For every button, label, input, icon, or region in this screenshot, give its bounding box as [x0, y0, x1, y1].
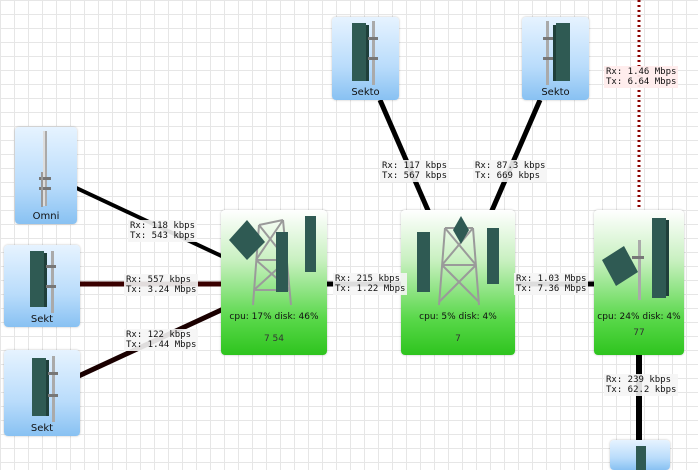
link-rx: Rx: 122 kbps: [126, 330, 192, 340]
link-label: Rx: 1.03 Mbps Tx: 7.36 Mbps: [514, 273, 589, 295]
node-name: Sekto: [541, 87, 570, 98]
node-name: Sekt: [30, 314, 54, 325]
link-label: Rx: 117 kbps Tx: 567 kbps: [380, 160, 450, 182]
link-tx: Tx: 62.2 kbps: [606, 385, 677, 395]
tower-router-icon: [229, 216, 316, 306]
link-rx: Rx: 215 kbps: [335, 274, 401, 284]
link-tx: Tx: 6.64 Mbps: [606, 77, 677, 87]
sector-node[interactable]: Sekto: [522, 17, 589, 100]
link-label: Rx: 122 kbps Tx: 1.44 Mbps: [124, 329, 199, 351]
link-label: Rx: 1.46 Mbps Tx: 6.64 Mbps: [604, 66, 679, 88]
omni-node[interactable]: Omni: [15, 127, 77, 224]
sector-antenna-icon: [543, 21, 570, 85]
link-tx: Tx: 3.24 Mbps: [126, 285, 197, 295]
router-ident: 7: [455, 334, 461, 344]
link-label: Rx: 557 kbps Tx: 3.24 Mbps: [124, 274, 199, 296]
link-rx: Rx: 117 kbps: [382, 161, 448, 171]
link-label: Rx: 87.3 kbps Tx: 669 kbps: [473, 160, 548, 182]
link-rx: Rx: 118 kbps: [130, 221, 196, 231]
link-rx: Rx: 1.03 Mbps: [516, 274, 587, 284]
link-rx: Rx: 557 kbps: [126, 275, 192, 285]
link-tx: Tx: 7.36 Mbps: [516, 284, 587, 294]
router-stats: cpu: 17% disk: 46%: [229, 312, 319, 322]
sector-antenna-icon: [636, 446, 646, 470]
link-label: Rx: 239 kbps Tx: 62.2 kbps: [604, 374, 679, 396]
omni-antenna-icon: [39, 131, 51, 207]
link-tx: Tx: 567 kbps: [382, 171, 448, 181]
router-stats: cpu: 5% disk: 4%: [419, 312, 497, 322]
link-line: [487, 99, 543, 216]
router-stats: cpu: 24% disk: 4%: [597, 312, 681, 322]
link-label: Rx: 215 kbps Tx: 1.22 Mbps: [333, 273, 408, 295]
router-node[interactable]: cpu: 24% disk: 4% 77: [594, 210, 684, 355]
sector-node[interactable]: Sekt: [4, 350, 80, 436]
sector-antenna-icon: [30, 251, 56, 313]
router-ident: 77: [633, 328, 645, 338]
tower-router-icon: [417, 216, 499, 306]
link-tx: Tx: 669 kbps: [475, 171, 541, 181]
sector-node[interactable]: Sekto: [332, 17, 399, 100]
sector-node[interactable]: Sekt: [4, 245, 80, 327]
link-tx: Tx: 1.22 Mbps: [335, 284, 406, 294]
link-rx: Rx: 87.3 kbps: [475, 161, 546, 171]
link-rx: Rx: 239 kbps: [606, 375, 672, 385]
node-name: Sekt: [30, 423, 54, 434]
network-map: Omni Sekt Sekt Sekto: [4, 0, 684, 470]
router-ident: 7 54: [263, 334, 285, 344]
tower-router-icon: [602, 218, 669, 300]
link-tx: Tx: 1.44 Mbps: [126, 340, 197, 350]
link-rx: Rx: 1.46 Mbps: [606, 67, 677, 77]
node-name: Omni: [32, 211, 60, 222]
partial-node[interactable]: [610, 440, 670, 470]
router-node[interactable]: cpu: 5% disk: 4% 7: [401, 210, 515, 355]
link-line: [377, 99, 433, 216]
link-tx: Tx: 543 kbps: [130, 231, 196, 241]
link-label: Rx: 118 kbps Tx: 543 kbps: [128, 220, 198, 242]
node-name: Sekto: [351, 87, 380, 98]
router-node[interactable]: cpu: 17% disk: 46% 7 54: [221, 210, 327, 355]
sector-antenna-icon: [32, 356, 58, 422]
sector-antenna-icon: [352, 21, 378, 85]
